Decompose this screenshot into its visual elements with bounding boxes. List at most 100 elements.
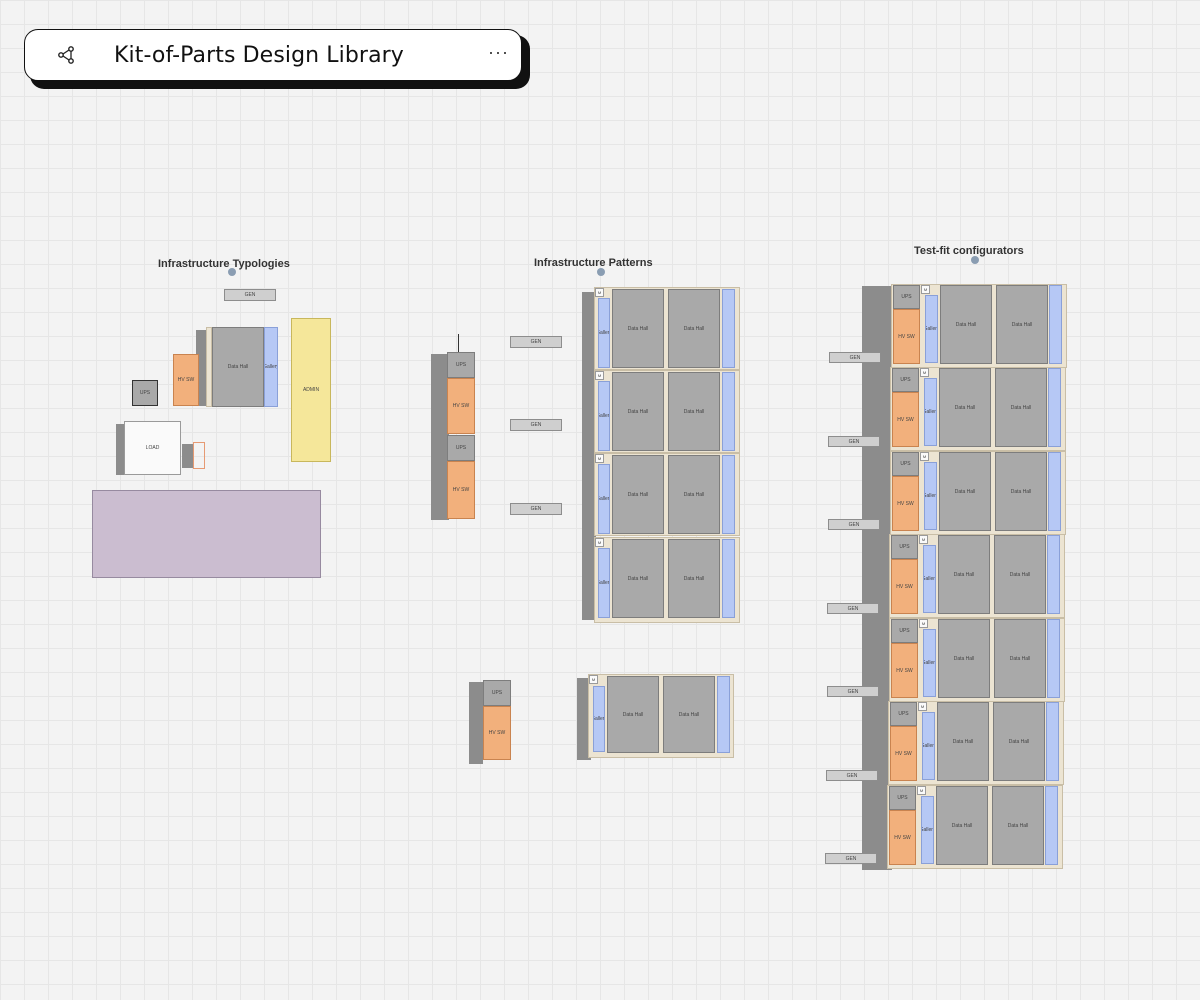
pattern-gen-2[interactable]: GEN — [510, 419, 562, 431]
section-pin-configurators[interactable] — [971, 256, 979, 264]
meeting-room-tag: M — [917, 786, 926, 795]
hv-switch-module[interactable]: HV SW — [173, 354, 199, 406]
pattern-ups-top[interactable]: UPS — [447, 352, 475, 378]
gallery-strip: Gallery — [924, 378, 937, 446]
configurator-ups-module[interactable]: UPS — [891, 619, 918, 643]
configurator-hv-switch-module[interactable]: HV SW — [893, 309, 920, 364]
gallery-strip: Gallery — [923, 545, 936, 613]
pattern-gen-1[interactable]: GEN — [510, 336, 562, 348]
data-hall-unit: Data Hall — [992, 786, 1044, 865]
gallery-strip: Gallery — [922, 712, 935, 780]
configurator-hv-switch-module[interactable]: HV SW — [891, 643, 918, 698]
configurator-hv-switch-module[interactable]: HV SW — [889, 810, 916, 865]
section-title-patterns: Infrastructure Patterns — [534, 257, 653, 269]
gallery-strip: Gallery — [593, 686, 605, 752]
meeting-room-tag: M — [919, 535, 928, 544]
power-stack-mast — [458, 334, 459, 354]
data-hall-module[interactable]: Data Hall — [212, 327, 264, 407]
data-hall-unit: Data Hall — [612, 372, 664, 451]
single-ups-module[interactable]: UPS — [483, 680, 511, 706]
data-hall-unit: Data Hall — [668, 455, 720, 534]
configurator-gen-module[interactable]: GEN — [827, 603, 879, 614]
meeting-room-tag: M — [921, 285, 930, 294]
gallery-strip — [1047, 535, 1060, 614]
configurator-hv-switch-module[interactable]: HV SW — [892, 476, 919, 531]
single-power-shadow — [469, 682, 483, 764]
meeting-room-tag: M — [595, 538, 604, 547]
data-hall-unit: Data Hall — [937, 702, 989, 781]
configurator-hv-switch-module[interactable]: HV SW — [892, 392, 919, 447]
data-hall-module-frame — [206, 327, 212, 407]
section-pin-patterns[interactable] — [597, 268, 605, 276]
configurator-gen-module[interactable]: GEN — [826, 770, 878, 781]
data-hall-unit: Data Hall — [995, 452, 1047, 531]
single-hv-switch-module[interactable]: HV SW — [483, 706, 511, 760]
configurator-gen-module[interactable]: GEN — [828, 519, 880, 530]
pattern-hv-switch-bottom[interactable]: HV SW — [447, 461, 475, 519]
pattern-hall-stack-shadow — [582, 292, 596, 620]
configurator-ups-module[interactable]: UPS — [893, 285, 920, 309]
configurator-hv-switch-module[interactable]: HV SW — [890, 726, 917, 781]
configurator-ups-module[interactable]: UPS — [892, 368, 919, 392]
gallery-strip — [1048, 368, 1061, 447]
load-module-side — [116, 424, 126, 475]
data-hall-unit: Data Hall — [668, 539, 720, 618]
meeting-room-tag: M — [595, 371, 604, 380]
data-hall-unit: Data Hall — [612, 539, 664, 618]
configurator-ups-module[interactable]: UPS — [890, 702, 917, 726]
gallery-strip: Gallery — [598, 464, 610, 534]
gallery-module[interactable]: Gallery — [264, 327, 278, 407]
data-hall-unit: Data Hall — [607, 676, 659, 753]
data-hall-unit: Data Hall — [612, 455, 664, 534]
admin-module[interactable]: ADMIN — [291, 318, 331, 462]
data-hall-unit: Data Hall — [938, 535, 990, 614]
meeting-room-tag: M — [920, 452, 929, 461]
gallery-strip: Gallery — [924, 462, 937, 530]
gallery-strip: Gallery — [921, 796, 934, 864]
load-connector-outline — [193, 442, 205, 469]
configurator-gen-module[interactable]: GEN — [829, 352, 881, 363]
load-module[interactable]: LOAD — [124, 421, 181, 475]
pattern-hv-switch-top[interactable]: HV SW — [447, 378, 475, 434]
gallery-strip — [722, 289, 735, 368]
section-pin-typologies[interactable] — [228, 268, 236, 276]
data-hall-unit: Data Hall — [938, 619, 990, 698]
configurator-gen-module[interactable]: GEN — [825, 853, 877, 864]
data-hall-unit: Data Hall — [612, 289, 664, 368]
gen-module[interactable]: GEN — [224, 289, 276, 301]
configurator-hv-switch-module[interactable]: HV SW — [891, 559, 918, 614]
configurator-gen-module[interactable]: GEN — [828, 436, 880, 447]
board-title[interactable]: Kit-of-Parts Design Library — [114, 42, 404, 68]
meeting-room-tag: M — [918, 702, 927, 711]
gallery-strip: Gallery — [923, 629, 936, 697]
configurator-ups-module[interactable]: UPS — [889, 786, 916, 810]
data-hall-unit: Data Hall — [936, 786, 988, 865]
ups-module[interactable]: UPS — [132, 380, 158, 406]
gallery-strip — [1047, 619, 1060, 698]
gallery-strip — [1045, 786, 1058, 865]
site-boundary-module[interactable] — [92, 490, 321, 578]
board-title-card[interactable]: Kit-of-Parts Design Library ··· — [24, 29, 522, 81]
gallery-strip — [717, 676, 730, 753]
pattern-ups-bottom[interactable]: UPS — [447, 435, 475, 461]
gallery-strip — [722, 372, 735, 451]
data-hall-unit: Data Hall — [994, 619, 1046, 698]
data-hall-unit: Data Hall — [996, 285, 1048, 364]
data-hall-unit: Data Hall — [994, 535, 1046, 614]
graph-nodes-icon — [57, 45, 77, 65]
meeting-room-tag: M — [595, 454, 604, 463]
single-hall-shadow — [577, 678, 591, 760]
configurator-ups-module[interactable]: UPS — [892, 452, 919, 476]
data-hall-unit: Data Hall — [663, 676, 715, 753]
meeting-room-tag: M — [920, 368, 929, 377]
gallery-strip: Gallery — [598, 381, 610, 451]
section-title-configurators: Test-fit configurators — [914, 245, 1024, 257]
meeting-room-tag: M — [589, 675, 598, 684]
pattern-gen-3[interactable]: GEN — [510, 503, 562, 515]
more-options-button[interactable]: ··· — [488, 42, 509, 62]
gallery-strip — [1048, 452, 1061, 531]
configurator-gen-module[interactable]: GEN — [827, 686, 879, 697]
data-hall-unit: Data Hall — [939, 452, 991, 531]
configurator-ups-module[interactable]: UPS — [891, 535, 918, 559]
data-hall-unit: Data Hall — [668, 372, 720, 451]
